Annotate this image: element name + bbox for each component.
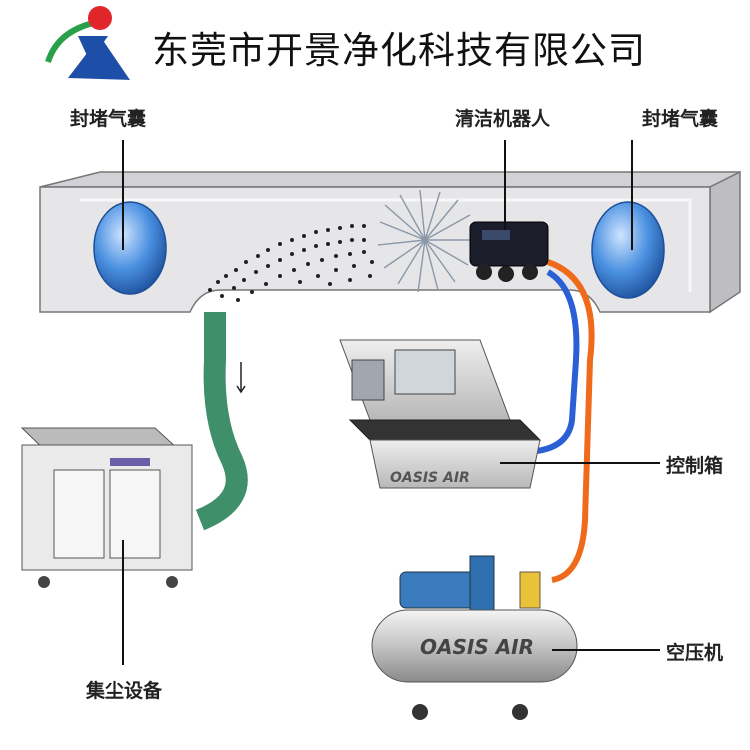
label-control-box: 控制箱 (666, 455, 724, 477)
control-box-brand: OASIS AIR (390, 470, 470, 486)
dust-particles (208, 224, 374, 302)
air-compressor-device: OASIS AIR (371, 555, 578, 720)
compressor-brand: OASIS AIR (420, 635, 534, 659)
down-arrow-icon (236, 362, 246, 394)
cleaning-robot-body (469, 221, 549, 282)
header: 东莞市开景净化科技有限公司 (0, 0, 750, 86)
seal-bag-right (591, 201, 665, 299)
kaijing-logo-icon (45, 6, 130, 80)
control-box-device: OASIS AIR (339, 339, 542, 489)
label-seal-bag-left: 封堵气囊 (70, 108, 147, 130)
seal-bag-left (93, 201, 167, 295)
duct-end (709, 170, 741, 314)
label-cleaning-robot: 清洁机器人 (455, 108, 551, 130)
label-dust-collector: 集尘设备 (86, 680, 163, 702)
duct-top (39, 171, 741, 188)
orange-hose (546, 259, 595, 583)
dust-collector-device (20, 427, 193, 588)
label-air-compressor: 空压机 (666, 642, 724, 664)
company-name: 东莞市开景净化科技有限公司 (152, 29, 646, 72)
rotating-brush (377, 189, 474, 293)
blue-hose (521, 269, 580, 455)
duct-face (39, 186, 711, 313)
dust-hose (195, 312, 248, 531)
label-seal-bag-right: 封堵气囊 (642, 108, 719, 130)
leader-lines (122, 140, 660, 665)
duct (39, 170, 741, 314)
